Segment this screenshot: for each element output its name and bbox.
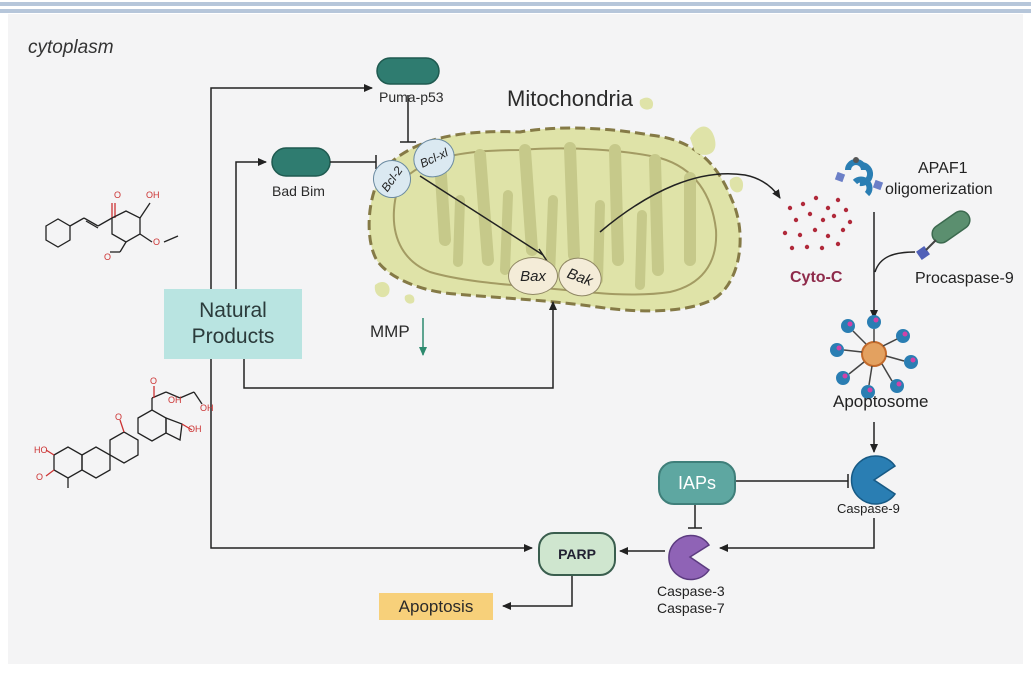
np-to-parp-arrow bbox=[210, 359, 533, 552]
chemical-structure-2 bbox=[45, 386, 203, 488]
chem1-oh: OH bbox=[146, 190, 160, 200]
chem2-ho: HO bbox=[34, 445, 48, 455]
chem1-o-carbonyl: O bbox=[114, 190, 122, 200]
natural-products-line2: Products bbox=[191, 325, 275, 348]
chemical-structure-1 bbox=[45, 202, 179, 253]
chem2-oh3: OH bbox=[200, 403, 214, 413]
bcl2-label: Bcl-2 bbox=[378, 163, 406, 195]
iaps-label: IAPs bbox=[677, 472, 716, 493]
caspase3-label: Caspase-3 bbox=[657, 583, 725, 599]
bax-label: Bax bbox=[520, 267, 546, 285]
membrane-stripe-2 bbox=[0, 9, 1031, 13]
bad-bim-node bbox=[271, 147, 331, 177]
apoptosis-label: Apoptosis bbox=[398, 596, 474, 616]
oligomerization-label: oligomerization bbox=[885, 181, 993, 198]
natural-products-line1: Natural bbox=[199, 299, 267, 322]
chem2-oh2: OH bbox=[188, 424, 202, 434]
chem2-oh1: OH bbox=[168, 395, 182, 405]
np-to-puma-arrow bbox=[210, 84, 373, 289]
mitochondrion-shape bbox=[367, 97, 744, 313]
iaps-node: IAPs bbox=[658, 461, 736, 505]
membrane-stripe bbox=[0, 2, 1031, 6]
chem2-o2: O bbox=[150, 376, 158, 386]
parp-label: PARP bbox=[558, 546, 596, 562]
apaf1-icon bbox=[834, 157, 884, 197]
iaps-inhibits-casp3 bbox=[688, 503, 702, 529]
bax-protein: Bax bbox=[508, 257, 558, 295]
bad-bim-label: Bad Bim bbox=[272, 183, 325, 199]
release-arrow bbox=[599, 173, 781, 233]
mitochondria-label: Mitochondria bbox=[507, 86, 633, 111]
cytoplasm-area bbox=[8, 14, 1023, 664]
casp9-to-casp3-arrow bbox=[719, 518, 875, 552]
puma-inhibits-bcl bbox=[400, 95, 416, 143]
procaspase9-icon bbox=[916, 210, 971, 260]
puma-label: Puma-p53 bbox=[379, 89, 444, 105]
iaps-inhibits-casp9 bbox=[734, 474, 849, 488]
parp-node: PARP bbox=[538, 532, 616, 576]
apoptosis-box: Apoptosis bbox=[379, 593, 493, 620]
caspase9-icon bbox=[850, 455, 897, 505]
procaspase9-label: Procaspase-9 bbox=[915, 270, 1014, 287]
procaspase-merge-line bbox=[874, 251, 916, 273]
parp-to-apoptosis-arrow bbox=[502, 576, 573, 610]
caspase9-label: Caspase-9 bbox=[837, 501, 900, 516]
apoptosome-icon bbox=[830, 315, 918, 399]
apaf1-label: APAF1 bbox=[918, 160, 968, 177]
chem2-o1: O bbox=[115, 412, 123, 422]
np-to-badbim-arrow bbox=[235, 158, 267, 289]
chem2-o3: O bbox=[36, 472, 44, 482]
chem1-o-methoxy2: O bbox=[153, 237, 161, 247]
mmp-label: MMP bbox=[370, 322, 410, 341]
cyto-c-label: Cyto-C bbox=[790, 269, 843, 286]
cyto-c-dots bbox=[782, 195, 853, 251]
np-to-bax-arrow bbox=[243, 301, 557, 389]
natural-products-box: Natural Products bbox=[164, 289, 302, 359]
caspase7-label: Caspase-7 bbox=[657, 600, 725, 616]
apoptosome-label: Apoptosome bbox=[833, 392, 929, 411]
bclxl-label: Bcl-xl bbox=[417, 145, 451, 171]
puma-node bbox=[376, 57, 440, 85]
bak-label: Bak bbox=[564, 264, 596, 290]
cytoplasm-label: cytoplasm bbox=[28, 37, 114, 58]
chem1-o-methoxy1: O bbox=[104, 252, 112, 262]
caspase3-icon bbox=[668, 534, 711, 581]
